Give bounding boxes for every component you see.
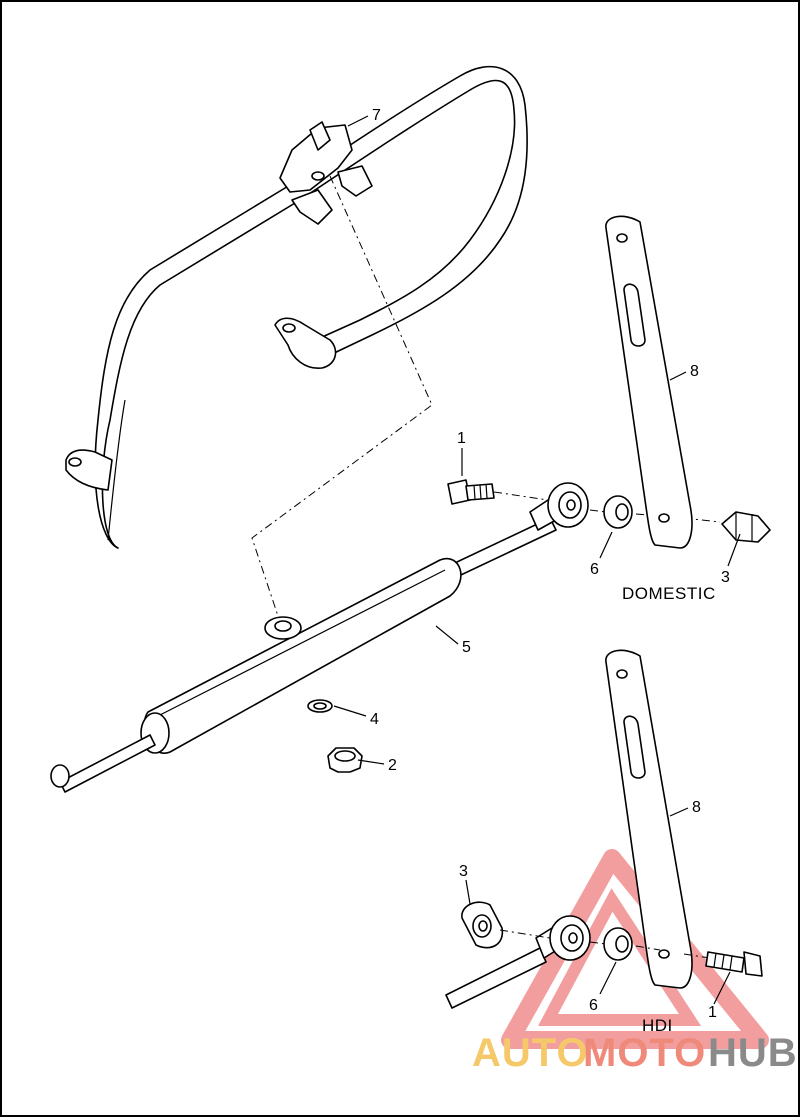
callout-2: 2: [388, 757, 397, 774]
callout-8-domestic: 8: [690, 363, 699, 380]
spacer-domestic: [603, 495, 633, 529]
nut-line-hdi: [499, 929, 551, 939]
rod-end-hdi: [445, 915, 591, 1009]
callout-4: 4: [370, 711, 379, 728]
bracket-domestic: [605, 215, 693, 549]
watermark-hub: HUB: [708, 1031, 798, 1075]
watermark-auto: AUTO: [472, 1031, 589, 1075]
engine-guard-bar: [65, 65, 528, 549]
flange-nut: [327, 747, 363, 773]
section-label-domestic: DOMESTIC: [622, 584, 716, 603]
watermark-text: AUTO MOTO HUB: [472, 1031, 798, 1075]
rod-end-domestic: [529, 482, 589, 531]
bolt-domestic: [447, 479, 495, 505]
leader-lines: [333, 115, 741, 1005]
callout-6-domestic: 6: [590, 561, 599, 578]
callout-7: 7: [372, 107, 381, 124]
spacer-hdi: [603, 927, 633, 961]
callout-3-hdi: 3: [459, 863, 468, 880]
callout-1-domestic: 1: [457, 430, 466, 447]
washer: [307, 699, 333, 713]
bracket-hdi: [605, 649, 693, 989]
watermark-moto: MOTO: [583, 1031, 706, 1075]
spacer-line-hdi: [589, 941, 711, 959]
acorn-nut-domestic: [721, 511, 771, 543]
alignment-line: [251, 175, 433, 623]
bolt-hdi: [705, 951, 763, 977]
steering-damper: [50, 517, 557, 793]
callout-5: 5: [462, 639, 471, 656]
callout-3-domestic: 3: [721, 569, 730, 586]
section-label-hdi: HDI: [642, 1016, 673, 1035]
callout-1-hdi: 1: [708, 1004, 717, 1021]
callout-8-hdi: 8: [692, 799, 701, 816]
callout-6-hdi: 6: [589, 997, 598, 1014]
acorn-nut-hdi: [461, 901, 504, 949]
bolt-line-domestic: [493, 491, 549, 501]
